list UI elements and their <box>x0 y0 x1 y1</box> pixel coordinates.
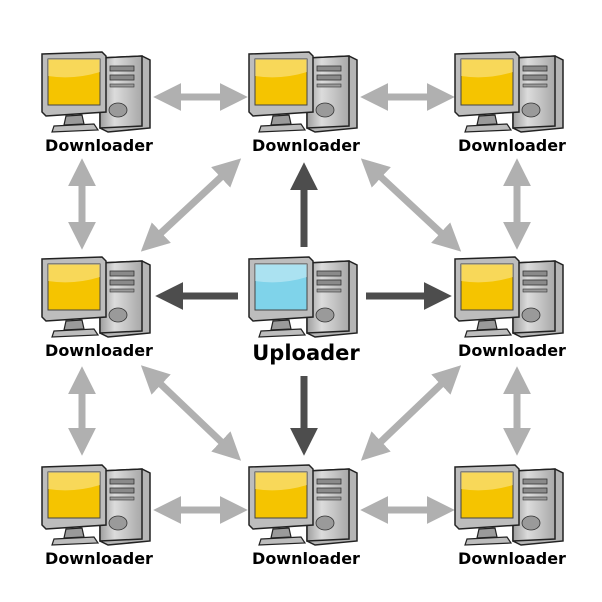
downloader-label: Downloader <box>458 549 566 568</box>
computer-icon <box>245 50 365 141</box>
downloader-label: Downloader <box>45 341 153 360</box>
peer-arrow-top-center-middle-right <box>360 158 462 252</box>
uploader-label: Uploader <box>252 341 360 365</box>
computer-icon <box>38 50 158 141</box>
downloader-label: Downloader <box>458 136 566 155</box>
downloader-label: Downloader <box>252 136 360 155</box>
downloader-label: Downloader <box>45 136 153 155</box>
peer-arrow-middle-left-bottom-center <box>140 365 242 461</box>
downloader-label: Downloader <box>45 549 153 568</box>
computer-icon <box>451 463 571 554</box>
computer-icon <box>451 50 571 141</box>
peer-arrow-bottom-center-middle-right <box>360 365 462 461</box>
downloader-label: Downloader <box>458 341 566 360</box>
computer-icon <box>38 463 158 554</box>
computer-icon <box>245 255 365 346</box>
peer-arrow-middle-left-top-center <box>140 158 242 252</box>
downloader-label: Downloader <box>252 549 360 568</box>
computer-icon <box>451 255 571 346</box>
computer-icon <box>245 463 365 554</box>
computer-icon <box>38 255 158 346</box>
